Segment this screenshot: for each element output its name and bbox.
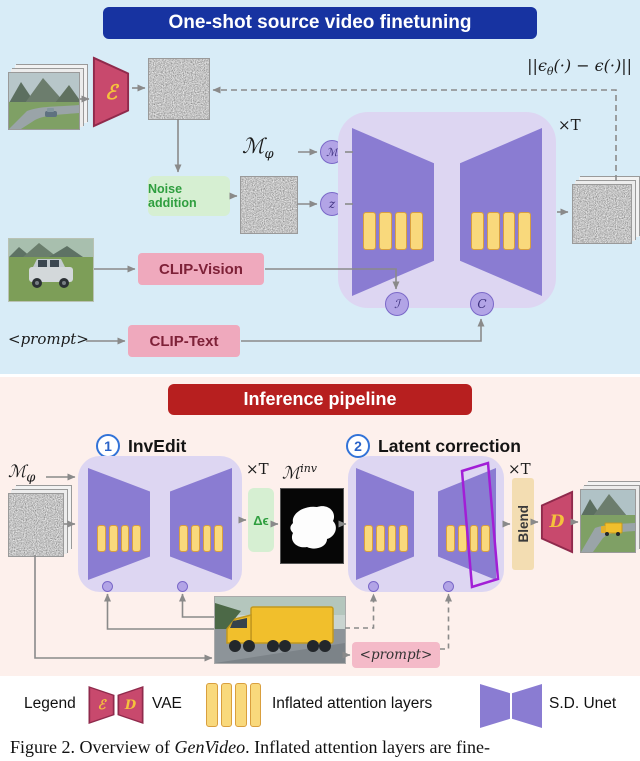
caption-suffix: . Inflated attention layers are fine- xyxy=(245,737,490,757)
legend-vae-label: VAE xyxy=(152,695,182,712)
legend-encoder-glyph: ℰ xyxy=(97,697,106,713)
input-noise-stack xyxy=(8,493,64,557)
loss-part2: (·) − ϵ(·)|| xyxy=(553,56,632,75)
decoder-trapezoid xyxy=(540,490,574,554)
m-phi-sub: φ xyxy=(264,147,274,163)
noise-addition-box: Noise addition xyxy=(148,176,230,216)
condition-port xyxy=(443,581,454,592)
blend-label: Blend xyxy=(515,505,531,543)
finetune-panel: One-shot source video finetuning ||ϵθ(·)… xyxy=(0,0,640,374)
latent-slice-outline xyxy=(460,461,500,589)
condition-port xyxy=(368,581,379,592)
legend-attention-bars xyxy=(206,683,261,727)
blend-box: Blend xyxy=(512,478,534,570)
figure-caption: Figure 2. Overview of GenVideo. Inflated… xyxy=(10,737,634,758)
circle-z-glyph: z xyxy=(328,197,336,211)
legend-unet-left xyxy=(480,684,510,728)
inverted-mask-image xyxy=(280,488,344,564)
encoder-trapezoid xyxy=(92,56,130,128)
prompt-box: <prompt> xyxy=(352,642,440,668)
timesteps-label: ×T xyxy=(246,460,269,478)
legend-unet-label: S.D. Unet xyxy=(549,695,617,712)
m-phi-main: ℳ xyxy=(8,462,27,482)
legend-attention-label: Inflated attention layers xyxy=(272,695,433,712)
finetune-title: One-shot source video finetuning xyxy=(103,7,537,39)
loss-sub: θ xyxy=(546,65,554,79)
inference-panel: Inference pipeline 1 InvEdit 2 Latent co… xyxy=(0,377,640,676)
inverted-mask-label: ℳinv xyxy=(282,462,317,484)
mask-model-label: ℳφ xyxy=(242,134,274,162)
noised-latent-image xyxy=(240,176,298,234)
m-inv-sup: inv xyxy=(300,462,318,475)
legend-row: Legend ℰ D VAE Inflated attention layers… xyxy=(0,676,640,736)
caption-prefix: Figure 2. Overview of xyxy=(10,737,175,757)
output-noise-stack xyxy=(572,184,632,244)
clip-vision-box: CLIP-Vision xyxy=(138,253,264,285)
decoder-glyph: D xyxy=(549,512,565,532)
inference-title: Inference pipeline xyxy=(168,384,472,415)
step2-label: Latent correction xyxy=(378,436,521,456)
source-video-stack xyxy=(8,72,80,130)
attention-layers xyxy=(97,525,141,552)
legend-encoder-vae: ℰ xyxy=(88,686,115,724)
step2-number-badge: 2 xyxy=(346,434,370,458)
condition-port xyxy=(102,581,113,592)
circle-image-cond: ℐ xyxy=(385,292,409,316)
noise-texture xyxy=(149,59,209,119)
circle-m-glyph: ℳ xyxy=(326,145,338,159)
timesteps-label: ×T xyxy=(508,460,531,478)
truck-thumbnail xyxy=(215,597,345,663)
loss-label: ||ϵθ(·) − ϵ(·)|| xyxy=(420,56,632,78)
step1-number-badge: 1 xyxy=(96,434,120,458)
caption-method-name: GenVideo xyxy=(174,737,246,757)
source-video-thumbnail xyxy=(9,73,79,129)
m-phi-sub: φ xyxy=(26,470,36,486)
legend-unet-right xyxy=(512,684,542,728)
decoder-vae: D xyxy=(540,490,574,554)
timesteps-label: ×T xyxy=(558,116,581,134)
noise-texture xyxy=(573,185,631,243)
step1-label: InvEdit xyxy=(128,436,187,456)
noise-texture xyxy=(241,177,297,233)
mask-model-label: ℳφ xyxy=(8,462,35,485)
attention-layers xyxy=(179,525,223,552)
circle-text-cond: C xyxy=(470,292,494,316)
circle-c-glyph: C xyxy=(477,297,487,311)
legend-decoder-glyph: D xyxy=(124,697,137,713)
target-edit-image xyxy=(214,596,346,664)
clip-text-box: CLIP-Text xyxy=(128,325,240,357)
mask-thumbnail xyxy=(281,489,343,563)
circle-i-glyph: ℐ xyxy=(394,297,400,311)
attention-layers xyxy=(446,525,490,552)
jeep-thumbnail xyxy=(9,239,93,301)
latent-noise-image xyxy=(148,58,210,120)
noise-texture xyxy=(9,494,63,556)
delta-epsilon-box: Δϵ xyxy=(248,488,274,552)
reference-image xyxy=(8,238,94,302)
legend-label: Legend xyxy=(24,695,76,712)
encoder-glyph: ℰ xyxy=(104,80,118,104)
m-phi-main: ℳ xyxy=(242,134,265,158)
m-inv-main: ℳ xyxy=(282,463,301,484)
condition-port xyxy=(177,581,188,592)
attention-layers xyxy=(364,525,408,552)
encoder-vae: ℰ xyxy=(92,56,130,128)
loss-part1: ||ϵ xyxy=(527,56,547,75)
prompt-text: <prompt> xyxy=(8,330,89,348)
attention-layers-left xyxy=(363,212,423,250)
output-video-stack xyxy=(580,489,636,553)
legend-decoder-vae: D xyxy=(117,686,144,724)
output-video-thumbnail xyxy=(581,490,635,552)
attention-layers-right xyxy=(471,212,531,250)
